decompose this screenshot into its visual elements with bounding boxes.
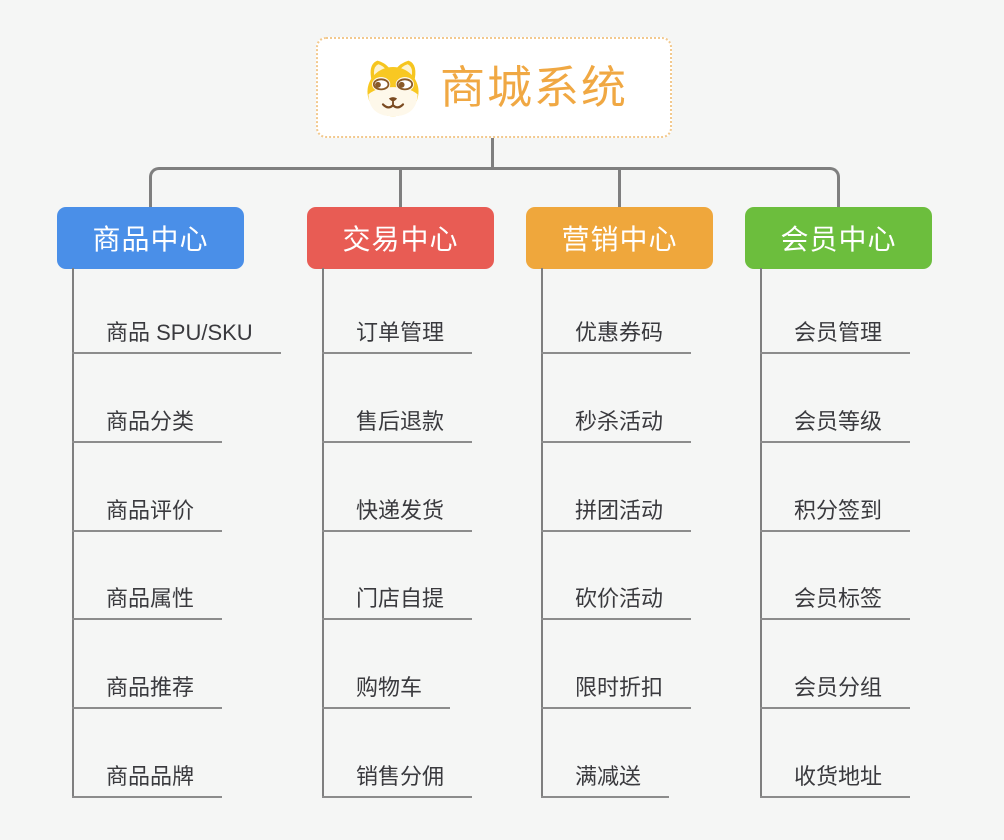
leaf-item[interactable]: 会员标签 [760,572,911,620]
column-trunk-line [541,268,543,798]
leaf-item[interactable]: 商品评价 [72,484,223,532]
leaf-item[interactable]: 积分签到 [760,484,911,532]
root-title: 商城系统 [439,62,628,113]
branch-label: 营销中心 [561,224,678,255]
branch-drop-line-2 [399,169,402,208]
leaf-item[interactable]: 满减送 [541,750,670,798]
leaf-column-trade-center: 订单管理 售后退款 快递发货 门店自提 购物车 销售分佣 [322,268,582,803]
leaf-item[interactable]: 商品推荐 [72,661,223,709]
leaf-item[interactable]: 收货地址 [760,750,911,798]
leaf-item[interactable]: 商品品牌 [72,750,223,798]
leaf-item[interactable]: 门店自提 [322,572,473,620]
leaf-item[interactable]: 商品属性 [72,572,223,620]
leaf-item[interactable]: 快递发货 [322,484,473,532]
column-trunk-line [760,268,762,798]
leaf-item[interactable]: 售后退款 [322,395,473,443]
leaf-item[interactable]: 会员等级 [760,395,911,443]
leaf-item[interactable]: 秒杀活动 [541,395,692,443]
branch-member-center[interactable]: 会员中心 [745,207,932,269]
root-stem-line [491,138,494,170]
branch-trade-center[interactable]: 交易中心 [307,207,494,269]
leaf-item[interactable]: 砍价活动 [541,572,692,620]
leaf-item[interactable]: 会员管理 [760,306,911,354]
branch-label: 交易中心 [342,224,459,255]
leaf-item[interactable]: 订单管理 [322,306,473,354]
branch-drop-line-3 [618,169,621,208]
leaf-column-marketing-center: 优惠券码 秒杀活动 拼团活动 砍价活动 限时折扣 满减送 [541,268,801,803]
shiba-dog-icon [360,57,426,119]
leaf-item[interactable]: 拼团活动 [541,484,692,532]
branch-marketing-center[interactable]: 营销中心 [526,207,713,269]
leaf-column-member-center: 会员管理 会员等级 积分签到 会员标签 会员分组 收货地址 [760,268,1004,803]
leaf-item[interactable]: 限时折扣 [541,661,692,709]
branch-label: 会员中心 [780,224,897,255]
leaf-item[interactable]: 商品分类 [72,395,223,443]
column-trunk-line [322,268,324,798]
leaf-item[interactable]: 购物车 [322,661,451,709]
leaf-item[interactable]: 会员分组 [760,661,911,709]
leaf-item[interactable]: 商品 SPU/SKU [72,306,281,354]
branch-product-center[interactable]: 商品中心 [57,207,244,269]
leaf-item[interactable]: 优惠券码 [541,306,692,354]
leaf-item[interactable]: 销售分佣 [322,750,473,798]
branch-connector-frame [149,167,840,208]
leaf-column-product-center: 商品 SPU/SKU 商品分类 商品评价 商品属性 商品推荐 商品品牌 [72,268,332,803]
column-trunk-line [72,268,74,798]
branch-label: 商品中心 [92,224,209,255]
root-node[interactable]: 商城系统 [316,37,672,138]
